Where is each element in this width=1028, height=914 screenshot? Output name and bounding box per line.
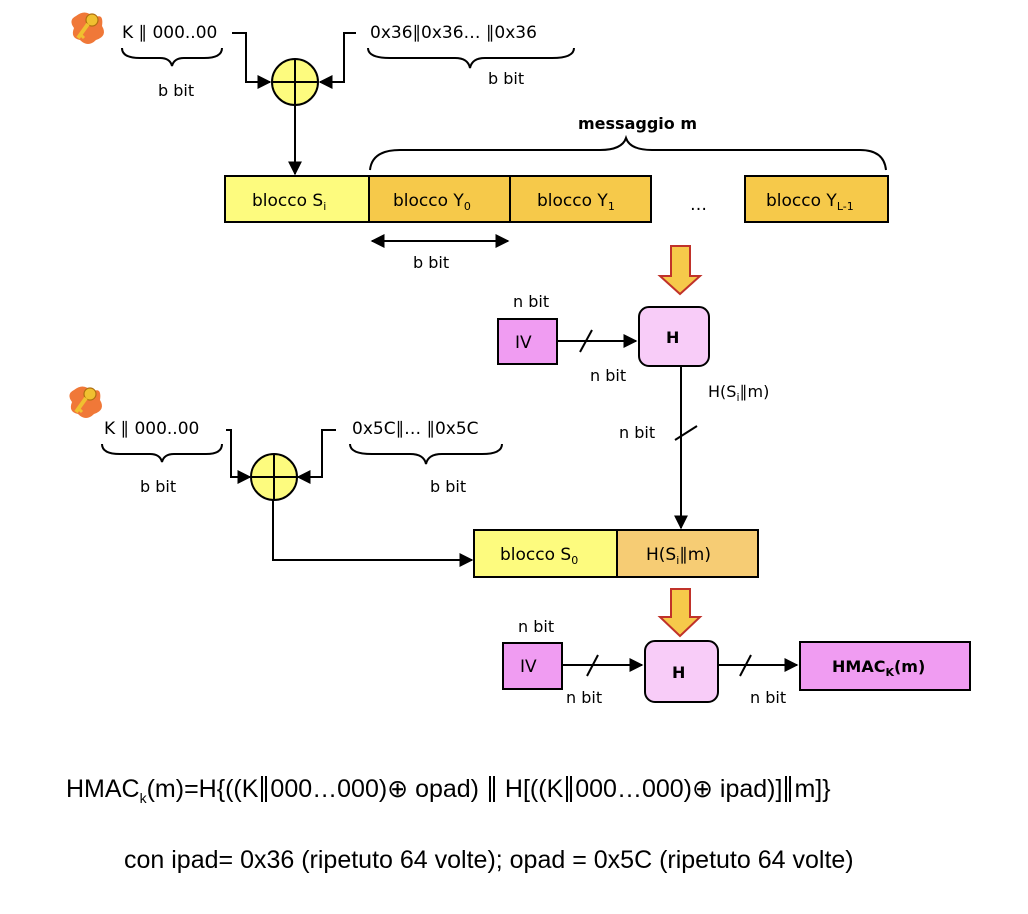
inner-key-wire xyxy=(232,32,272,89)
inner-xor-icon xyxy=(271,58,319,106)
outer-pad-wire xyxy=(296,429,336,484)
inner-key-brace xyxy=(121,47,223,67)
inner-iv-label: IV xyxy=(515,333,532,353)
message-brace xyxy=(369,134,887,171)
block-si xyxy=(224,175,370,223)
hmac-result-label: HMACK(m) xyxy=(832,657,925,679)
outer-iv-slash xyxy=(586,654,599,677)
inner-key-bits: b bit xyxy=(158,81,194,100)
outer-iv-label: IV xyxy=(520,657,537,677)
block-yl-1-label: blocco YL-1 xyxy=(766,191,854,213)
inner-hash-output-bits: n bit xyxy=(619,423,655,442)
inner-iv-bits-top: n bit xyxy=(513,292,549,311)
concat-bar xyxy=(261,776,268,802)
inner-hash-box xyxy=(638,306,710,367)
pad-definition: con ipad= 0x36 (ripetuto 64 volte); opad… xyxy=(124,846,854,874)
inner-pad-label: 0x36∥0x36… ∥0x36 xyxy=(370,23,537,43)
block-y1-label: blocco Y1 xyxy=(537,191,615,213)
inner-hash-label: H xyxy=(666,328,679,347)
hmac-result-box xyxy=(799,641,971,691)
concat-bar xyxy=(566,776,573,802)
formula-part5: m]} xyxy=(794,775,831,803)
formula-part1: (m)=H{((K xyxy=(146,775,259,803)
inner-iv-slash xyxy=(579,329,593,353)
inner-key-label: K ∥ 000..00 xyxy=(122,23,217,43)
block-ellipsis: … xyxy=(690,195,707,215)
concat-bar xyxy=(488,776,495,802)
block-inner-hash-label: H(Si∥m) xyxy=(646,545,711,567)
outer-pad-brace xyxy=(349,443,503,465)
formula-lhs: HMAC xyxy=(66,775,140,803)
inner-iv-bits-bottom: n bit xyxy=(590,366,626,385)
outer-key-wire xyxy=(226,429,252,484)
outer-iv-box xyxy=(502,642,563,690)
block-width-label: b bit xyxy=(413,253,449,272)
block-si-label: blocco Si xyxy=(252,191,326,213)
outer-iv-bits-top: n bit xyxy=(518,617,554,636)
inner-hash-output-label: H(Si∥m) xyxy=(708,382,769,404)
outer-hash-label: H xyxy=(672,663,685,682)
outer-key-brace xyxy=(101,443,223,463)
inner-key-icon xyxy=(71,12,104,44)
outer-xor-to-block xyxy=(272,500,474,567)
hmac-diagram: K ∥ 000..00 b bit 0x36∥0x36… ∥0x36 b bit… xyxy=(69,12,971,707)
inner-down-arrow-icon xyxy=(657,245,703,296)
block-y1 xyxy=(509,175,652,223)
outer-iv-bits-bottom: n bit xyxy=(566,688,602,707)
block-y0-label: blocco Y0 xyxy=(393,191,471,213)
formula-lhs-sub: k xyxy=(139,790,147,806)
inner-pad-bits: b bit xyxy=(488,69,524,88)
outer-pad-bits: b bit xyxy=(430,477,466,496)
outer-hash-box xyxy=(644,640,719,703)
outer-key-bits: b bit xyxy=(140,477,176,496)
block-s0-label: blocco S0 xyxy=(500,545,578,567)
inner-hash-output-slash xyxy=(674,425,698,441)
outer-key-icon xyxy=(69,386,102,418)
block-yl-1 xyxy=(744,175,889,223)
formula-part3: H[((K xyxy=(504,775,564,803)
block-y0 xyxy=(368,175,511,223)
inner-pad-brace xyxy=(367,47,575,69)
concat-bar xyxy=(785,776,792,802)
outer-output-slash xyxy=(739,654,752,677)
block-inner-hash xyxy=(616,529,759,578)
formula-part4: 000…000)⊕ ipad)] xyxy=(575,775,783,803)
inner-pad-wire xyxy=(318,32,356,89)
block-s0 xyxy=(473,529,618,578)
hmac-formula: HMACk(m)=H{((K 000…000)⊕ opad) H[((K 000…0… xyxy=(66,774,1028,806)
outer-down-arrow-icon xyxy=(657,588,703,638)
formula-part2: 000…000)⊕ opad) xyxy=(270,775,480,803)
inner-iv-box xyxy=(497,318,558,365)
outer-pad-label: 0x5C∥… ∥0x5C xyxy=(352,419,479,439)
message-label: messaggio m xyxy=(578,114,697,133)
outer-key-label: K ∥ 000..00 xyxy=(104,419,199,439)
outer-output-bits: n bit xyxy=(750,688,786,707)
outer-xor-icon xyxy=(250,453,298,501)
inner-block-row: blocco Si blocco Y0 blocco Y1 … blocco Y… xyxy=(224,175,889,223)
